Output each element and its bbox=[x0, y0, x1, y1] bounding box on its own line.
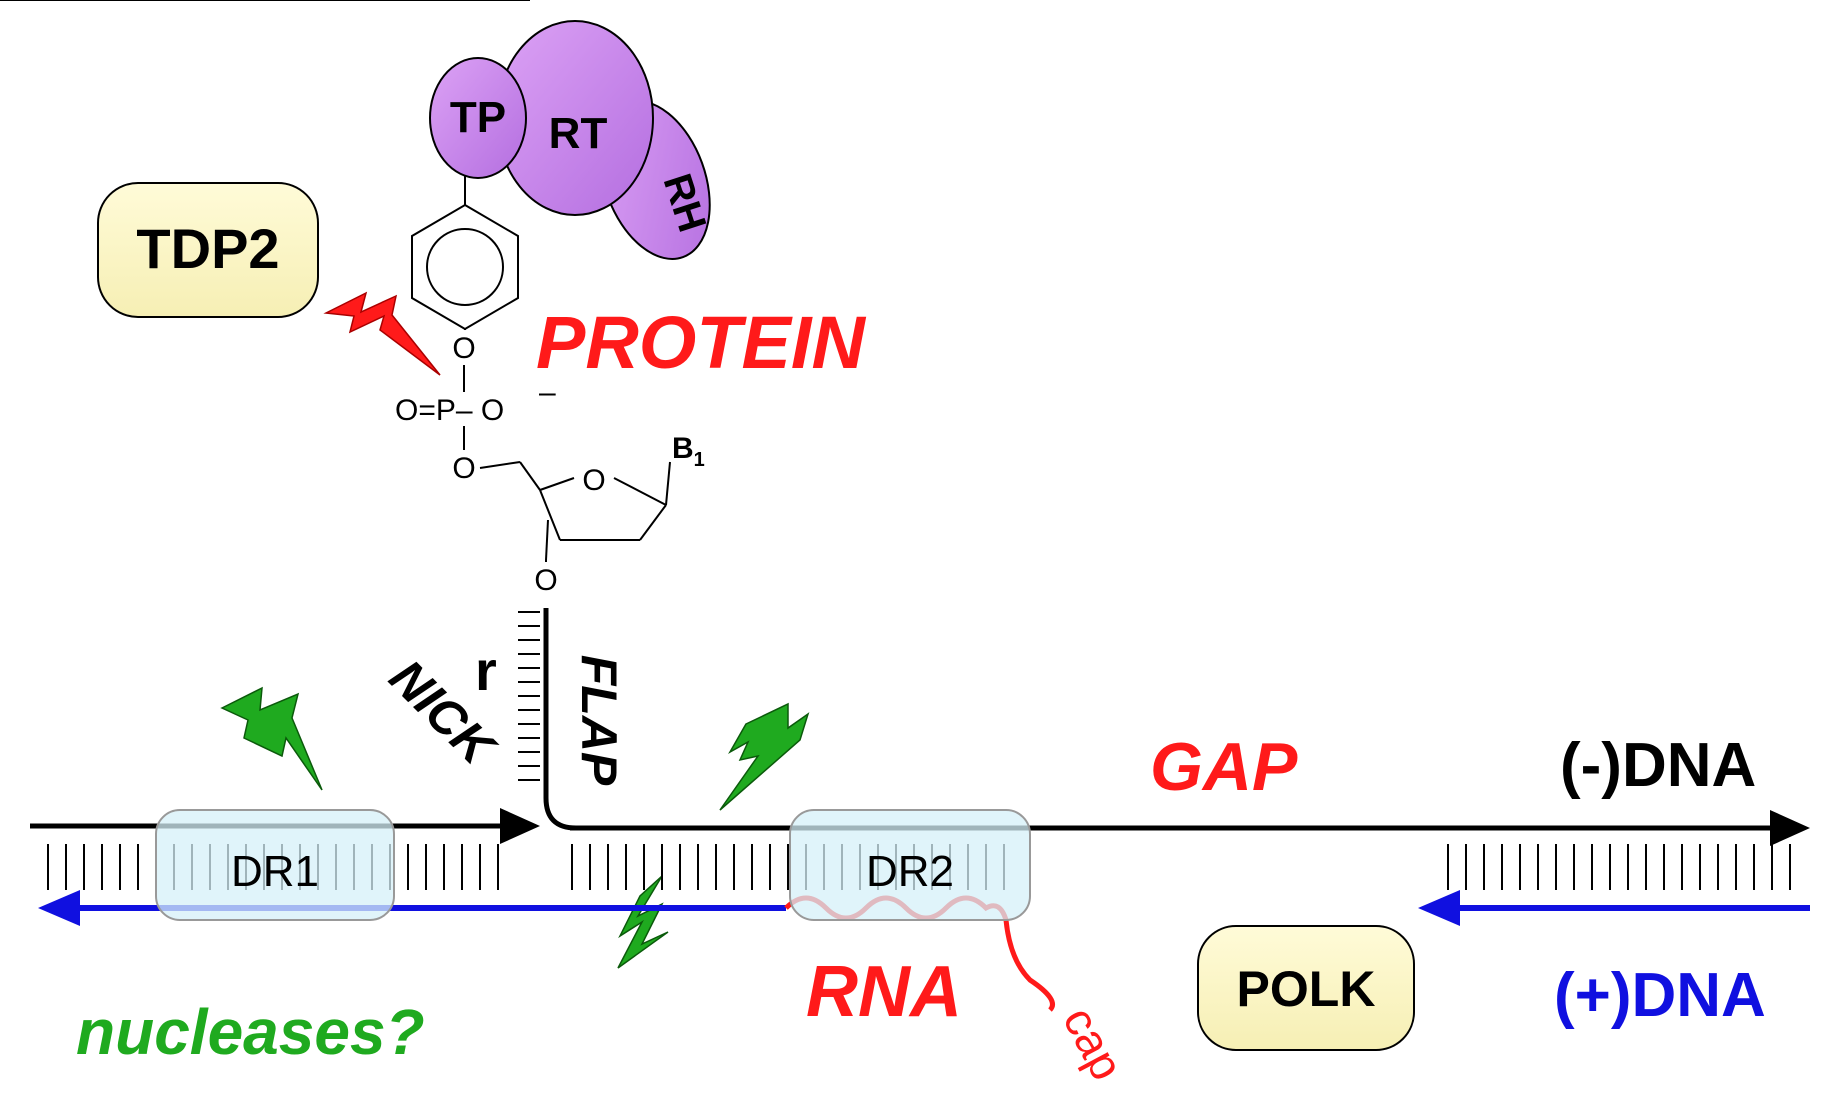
nucleases-label: nucleases? bbox=[76, 996, 425, 1068]
plus-dna-right-arrowhead bbox=[1418, 890, 1460, 926]
tyrosine-linkage bbox=[411, 175, 519, 331]
rna-label: RNA bbox=[806, 952, 962, 1032]
base-label: B1 bbox=[672, 432, 705, 471]
polk-label: POLK bbox=[1237, 961, 1376, 1017]
tdp2-label: TDP2 bbox=[136, 217, 279, 280]
dr1-box bbox=[155, 809, 395, 921]
phosphodiester: O O=P– O – O bbox=[395, 332, 556, 485]
flap-label: FLAP bbox=[571, 655, 627, 786]
polymerase-protein: TP RT RH bbox=[429, 20, 714, 260]
plus-dna-left-arrowhead bbox=[38, 890, 80, 926]
green-lightning-icon-1 bbox=[220, 686, 323, 791]
r-strand-ticks bbox=[518, 611, 540, 781]
phosphate-group: O=P– O bbox=[395, 394, 504, 427]
red-lightning-icon bbox=[323, 291, 441, 376]
tp-domain bbox=[429, 57, 527, 179]
green-lightning-icon-2 bbox=[719, 702, 810, 811]
minus-dna-label: (-)DNA bbox=[1560, 731, 1756, 800]
ring-oxygen: O bbox=[582, 464, 605, 497]
dr2-box bbox=[789, 809, 1031, 921]
oxygen-5prime: O bbox=[452, 452, 475, 485]
minus-dna-left-arrowhead bbox=[500, 808, 540, 844]
benzene-inner-circle bbox=[426, 228, 504, 306]
dr2-label: DR2 bbox=[866, 847, 954, 896]
tp-label: TP bbox=[450, 93, 506, 142]
polk-box: POLK bbox=[1197, 925, 1415, 1051]
phosphate-charge: – bbox=[539, 376, 556, 409]
r-label: r bbox=[475, 639, 497, 702]
rt-label: RT bbox=[549, 109, 608, 158]
oxygen-tyrosine: O bbox=[452, 332, 475, 365]
plus-dna-label: (+)DNA bbox=[1554, 961, 1766, 1030]
oxygen-3prime: O bbox=[534, 564, 557, 597]
cap-label: cap bbox=[1053, 998, 1134, 1088]
protein-label: PROTEIN bbox=[536, 301, 866, 384]
tdp2-box: TDP2 bbox=[97, 182, 319, 318]
minus-dna-right-arrowhead bbox=[1770, 810, 1810, 846]
dr1-label: DR1 bbox=[231, 847, 319, 896]
deoxyribose: O B1 O bbox=[479, 432, 705, 597]
green-lightning-icon-3 bbox=[617, 875, 669, 969]
gap-label: GAP bbox=[1150, 729, 1298, 805]
